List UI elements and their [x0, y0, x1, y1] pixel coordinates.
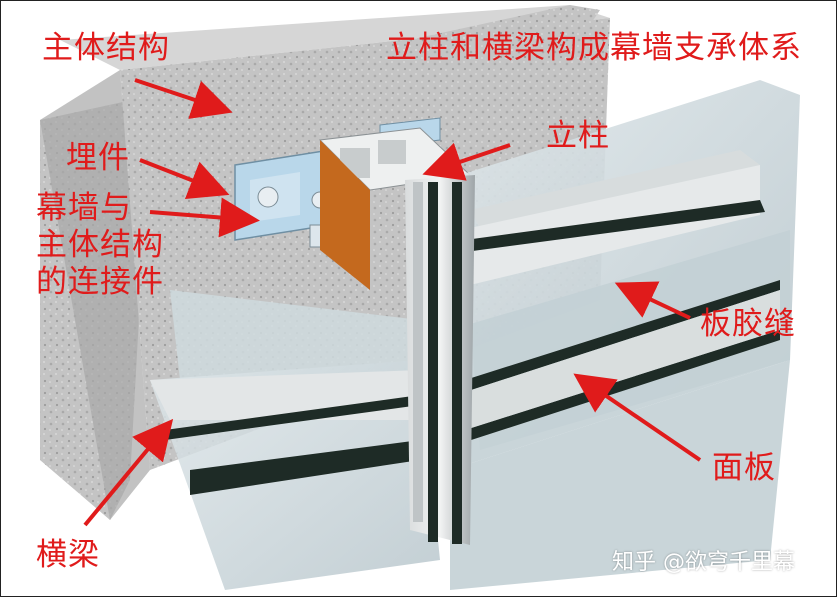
vertical-mullion: [405, 175, 475, 545]
label-connector-line-1: 幕墙与: [36, 190, 132, 226]
horizontal-beam: [150, 280, 780, 495]
label-connector-line-2: 主体结构: [36, 227, 164, 263]
label-embedded-part: 埋件: [66, 140, 130, 176]
label-column: 立柱: [546, 118, 610, 154]
upper-transom: [465, 150, 765, 285]
annotation-arrows: [83, 78, 702, 527]
label-panel: 面板: [712, 450, 776, 486]
label-connector: 幕墙与 主体结构 的连接件: [36, 190, 164, 301]
label-panel-joint: 板胶缝: [700, 306, 796, 342]
label-beam: 横梁: [36, 537, 100, 573]
watermark: 知乎 @欲穹千里幕: [612, 550, 795, 575]
label-connector-line-3: 的连接件: [36, 264, 164, 300]
label-main-structure: 主体结构: [42, 30, 170, 66]
label-support-system: 立柱和横梁构成幕墙支承体系: [386, 30, 802, 66]
